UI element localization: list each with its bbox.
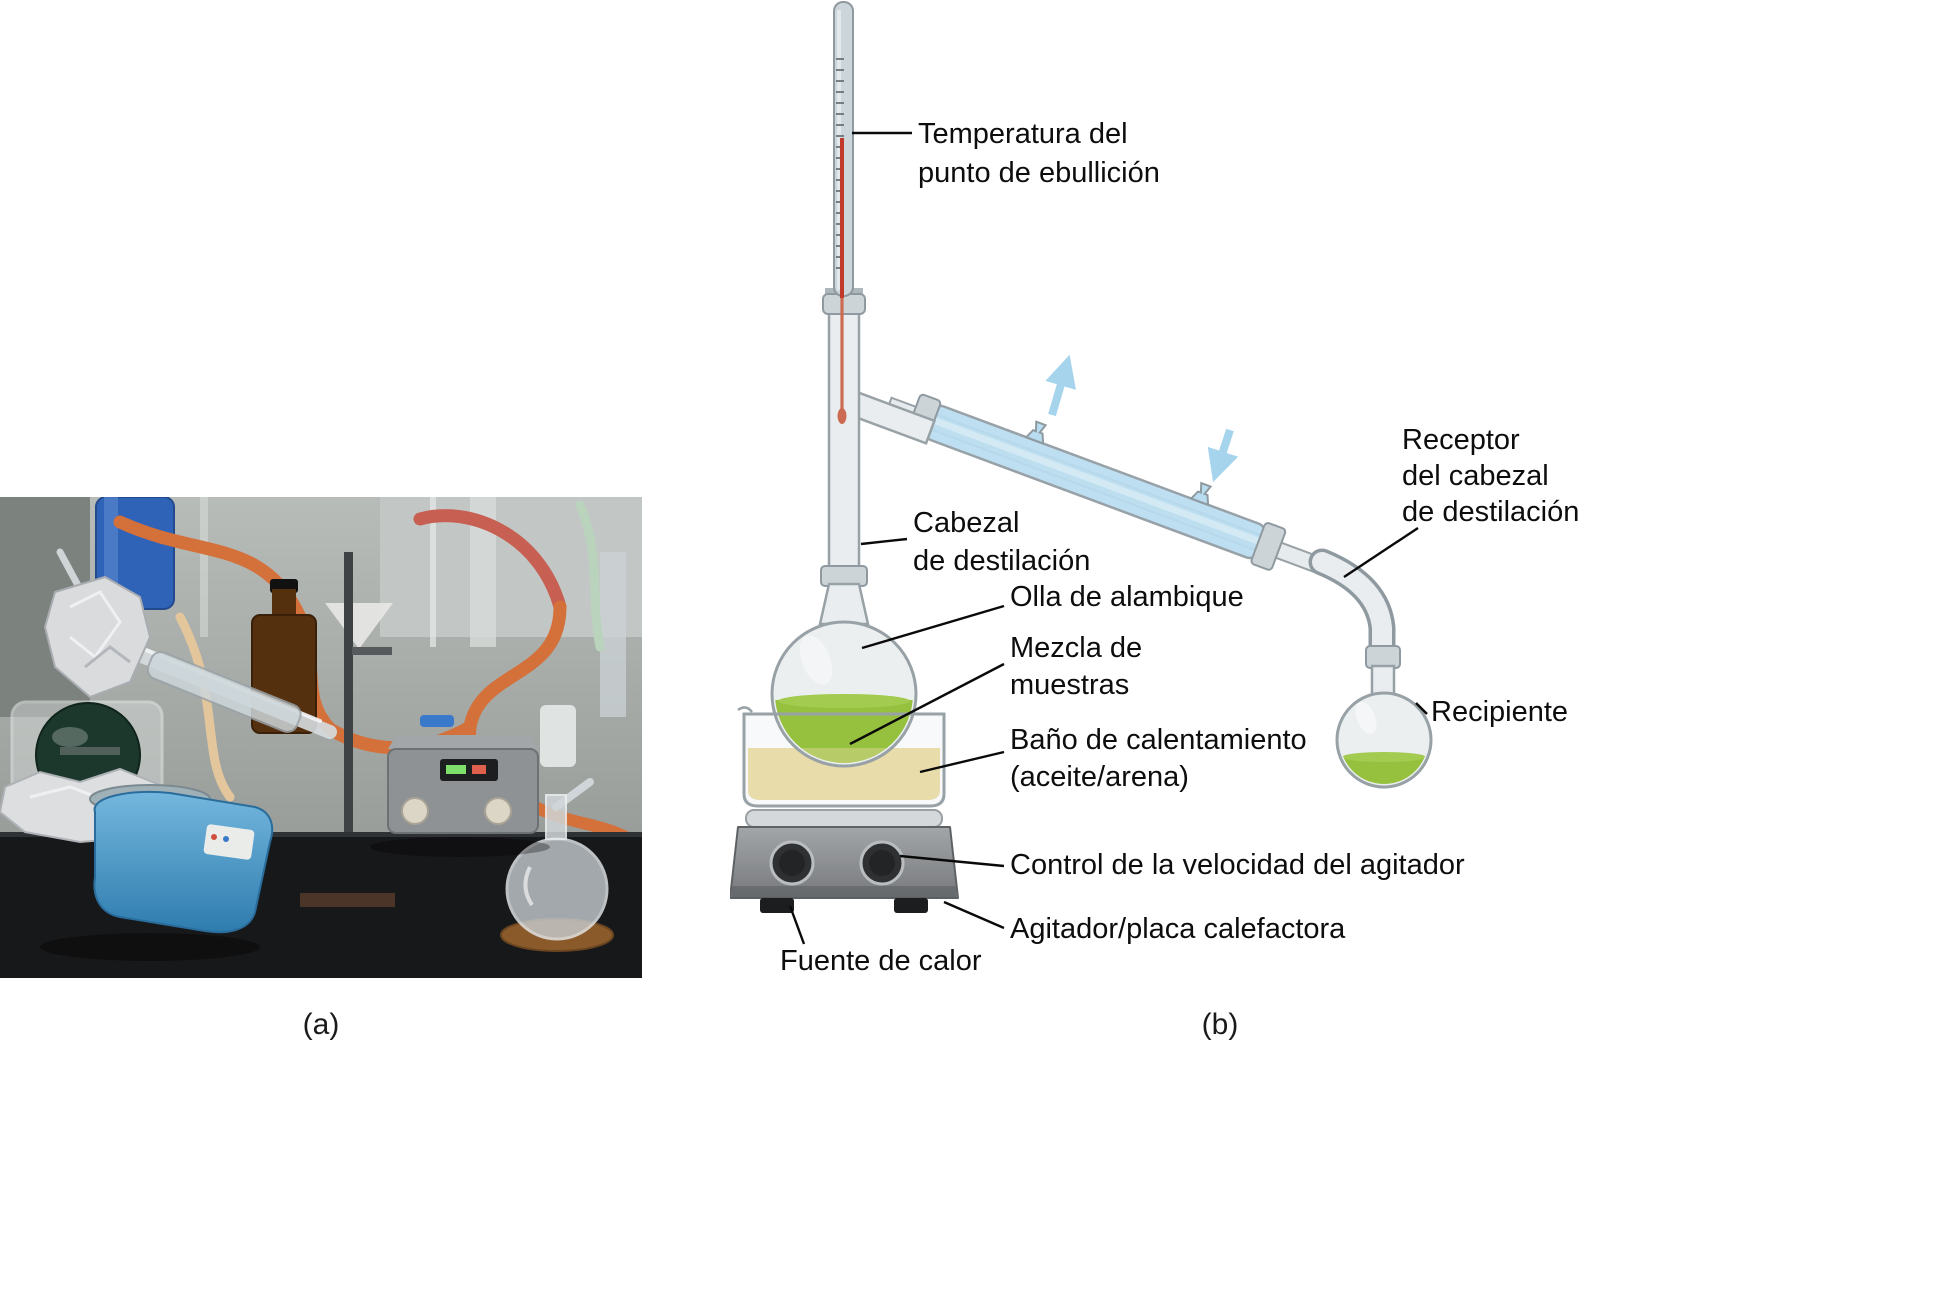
photo-blue-hotplate bbox=[89, 784, 274, 934]
photo-foil-upper bbox=[43, 575, 152, 699]
receiving-flask-neck bbox=[1370, 664, 1396, 698]
label-sample-mixture-1: Mezcla de bbox=[1010, 632, 1142, 664]
label-still-head-2: de destilación bbox=[913, 545, 1090, 577]
label-boiling-point-1: Temperatura del bbox=[918, 118, 1128, 150]
receiving-flask bbox=[1335, 664, 1433, 789]
label-hotplate: Agitador/placa calefactora bbox=[1010, 913, 1346, 945]
label-boiling-point-2: punto de ebullición bbox=[918, 157, 1160, 189]
line-stir-speed bbox=[899, 854, 1005, 868]
label-receiver-2: del cabezal bbox=[1402, 460, 1549, 492]
label-still-head-1: Cabezal bbox=[913, 507, 1019, 539]
photo-stand-base bbox=[300, 893, 395, 907]
label-heating-bath-1: Baño de calentamiento bbox=[1010, 724, 1307, 756]
label-still-pot: Olla de alambique bbox=[1010, 581, 1244, 613]
line-hotplate bbox=[943, 900, 1005, 930]
line-sample-mixture bbox=[849, 662, 1005, 746]
beaker-outline bbox=[742, 712, 946, 808]
caption-b: (b) bbox=[1201, 1008, 1239, 1041]
hotplate-foot-left bbox=[760, 898, 794, 913]
diagram-distillation: Temperatura del punto de ebullición Cabe… bbox=[730, 1, 1579, 977]
still-head-tube bbox=[827, 310, 861, 586]
thermometer bbox=[822, 1, 866, 424]
water-outlet-barb bbox=[1024, 420, 1048, 445]
label-heating-bath-2: (aceite/arena) bbox=[1010, 761, 1189, 793]
label-receiving-flask: Recipiente bbox=[1431, 696, 1568, 728]
caption-a: (a) bbox=[302, 1008, 340, 1041]
photo-shadow bbox=[40, 933, 260, 961]
label-sample-mixture-2: muestras bbox=[1010, 669, 1129, 701]
beaker-spout bbox=[737, 706, 753, 713]
hotplate-stirrer bbox=[730, 809, 959, 913]
condenser-joint-out bbox=[1250, 522, 1287, 571]
photo-stirrer-gray bbox=[387, 705, 576, 834]
photo-receiving-flask bbox=[500, 778, 614, 952]
label-lines bbox=[788, 131, 1428, 945]
photo-shadow-2 bbox=[370, 837, 550, 857]
label-heat-source: Fuente de calor bbox=[780, 945, 982, 977]
line-receiver-adapter bbox=[1343, 526, 1419, 579]
labels: Temperatura del punto de ebullición Cabe… bbox=[780, 118, 1579, 977]
line-heat-source bbox=[788, 905, 806, 945]
thermometer-bulb bbox=[837, 408, 847, 424]
line-heating-bath bbox=[919, 750, 1005, 774]
line-still-pot bbox=[861, 604, 1005, 650]
photo-blue-clamp bbox=[420, 715, 454, 727]
flask-neck bbox=[818, 582, 870, 626]
receiver-adapter bbox=[1308, 548, 1401, 669]
water-in-arrow-icon bbox=[1207, 428, 1239, 483]
label-stir-speed: Control de la velocidad del agitador bbox=[1010, 849, 1465, 881]
label-receiver-3: de destilación bbox=[1402, 496, 1579, 528]
photo-lab-setup bbox=[0, 497, 642, 978]
water-inlet-barb bbox=[1189, 481, 1213, 507]
photo-bench-edge bbox=[0, 832, 642, 837]
label-receiver-1: Receptor bbox=[1402, 424, 1520, 456]
receiver-joint bbox=[1365, 645, 1401, 669]
line-still-head bbox=[860, 537, 908, 546]
still-head bbox=[820, 310, 937, 587]
line-receiving-flask bbox=[1415, 702, 1428, 715]
hotplate-top bbox=[745, 809, 943, 828]
hotplate-foot-right bbox=[894, 898, 928, 913]
bath-liquid bbox=[748, 748, 940, 800]
water-out-arrow-icon bbox=[1045, 354, 1076, 417]
